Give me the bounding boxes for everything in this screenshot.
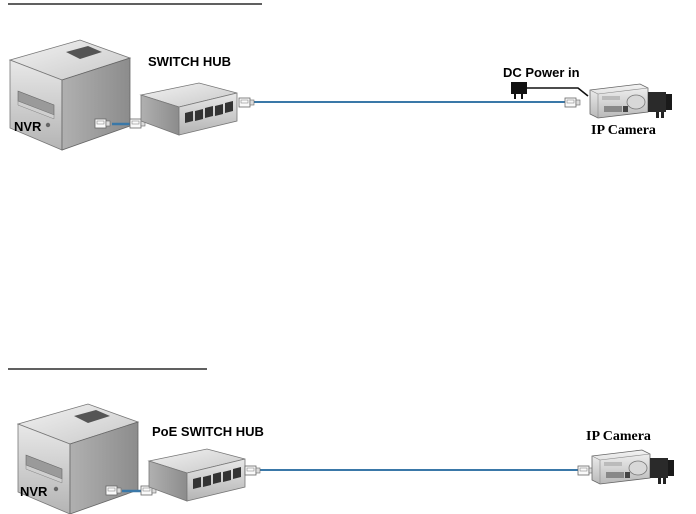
nvr-to-switch-cable xyxy=(94,118,146,129)
rj45-connector-icon xyxy=(244,465,261,476)
switch-hub-label: SWITCH HUB xyxy=(148,54,231,69)
ip-camera-icon xyxy=(591,449,675,485)
nvr-to-switch-cable xyxy=(105,485,157,496)
ip-camera-icon xyxy=(589,83,673,119)
poe-switch-hub-icon xyxy=(148,448,246,502)
switch-hub-icon xyxy=(140,82,238,136)
rj45-connector-icon xyxy=(564,97,581,108)
diagram-bottom: NVR PoE SWITCH HUB IP Camera xyxy=(8,368,675,514)
power-adapter-icon xyxy=(511,82,589,99)
poe-switch-hub-label: PoE SWITCH HUB xyxy=(152,424,264,439)
rj45-connector-icon xyxy=(238,97,255,108)
diagram-top: NVR SWITCH HUB DC Power in IP Camera xyxy=(8,3,673,151)
nvr-label: NVR xyxy=(20,484,48,499)
switch-to-camera-cable xyxy=(244,465,594,476)
nvr-label: NVR xyxy=(14,119,42,134)
switch-to-camera-cable xyxy=(238,97,581,108)
rj45-connector-icon xyxy=(577,465,594,476)
ip-camera-label: IP Camera xyxy=(586,429,651,444)
dc-power-label: DC Power in xyxy=(503,65,580,80)
ip-camera-label: IP Camera xyxy=(591,123,656,138)
